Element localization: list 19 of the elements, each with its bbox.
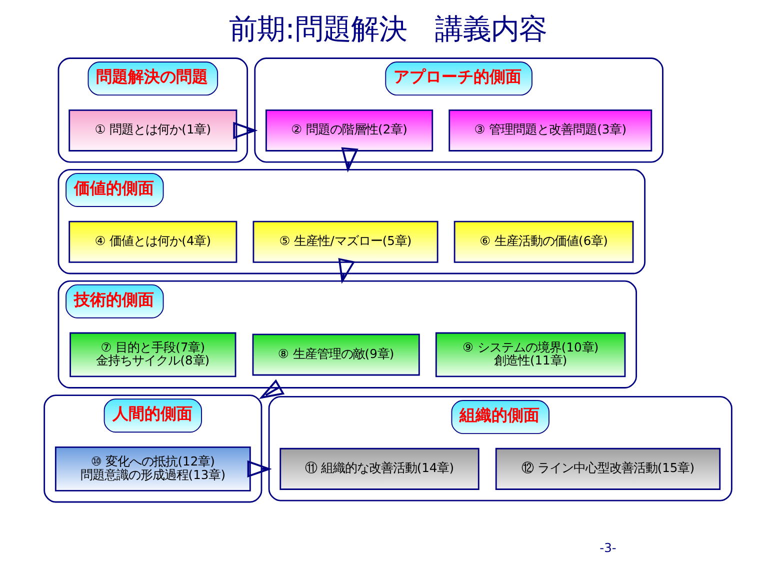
arrow xyxy=(259,379,285,400)
node-box: ⑦ 目的と手段(7章) 金持ちサイクル(8章) xyxy=(70,332,236,378)
node-box: ③ 管理問題と改善問題(3章) xyxy=(448,109,652,152)
node-box: ⑪ 組織的な改善活動(14章) xyxy=(280,448,480,490)
arrow xyxy=(338,258,356,284)
node-box: ⑩ 変化への抵抗(12章) 問題意識の形成過程(13章) xyxy=(54,446,251,492)
arrow xyxy=(233,122,258,140)
node-box: ⑫ ライン中心型改善活動(15章) xyxy=(495,448,721,490)
diagram-title: 前期:問題解決 講義内容 xyxy=(229,12,547,46)
label: -3- xyxy=(600,540,616,555)
node-box: ① 問題とは何か(1章) xyxy=(68,109,238,152)
node-box: ⑤ 生産性/マズロー(5章) xyxy=(252,220,438,263)
node-box: ⑨ システムの境界(10章) 創造性(11章) xyxy=(435,332,626,378)
arrow xyxy=(341,147,358,172)
node-box: ⑧ 生産管理の敵(9章) xyxy=(252,334,420,376)
node-box: ④ 価値とは何か(4章) xyxy=(68,220,238,263)
arrow xyxy=(247,460,272,478)
node-box: ② 問題の階層性(2章) xyxy=(266,109,434,152)
node-box: ⑥ 生産活動の価値(6章) xyxy=(454,220,634,263)
